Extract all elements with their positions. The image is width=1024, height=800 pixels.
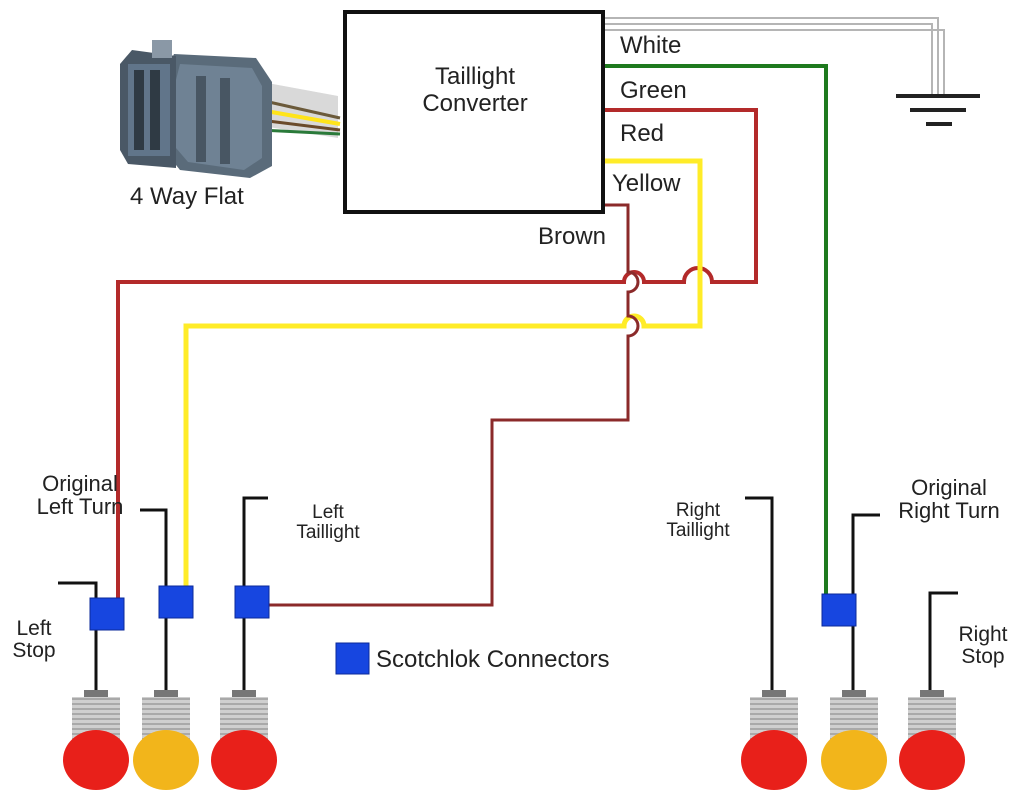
wire-label-brown: Brown xyxy=(538,223,607,250)
label-right-turn-line1: Original xyxy=(911,475,987,500)
wire-label-yellow: Yellow xyxy=(612,170,681,197)
label-right-tail-line1: Right xyxy=(675,500,721,521)
green-wire xyxy=(604,64,828,608)
label-right-tail: Right Taillight xyxy=(648,501,748,541)
label-left-tail-line1: Left xyxy=(312,502,344,523)
socket-left-tail xyxy=(220,690,268,741)
label-left-tail: Left Taillight xyxy=(278,503,378,543)
label-right-tail-line2: Taillight xyxy=(666,519,730,541)
brown-wire xyxy=(262,203,640,607)
legend-label: Scotchlok Connectors xyxy=(376,646,610,673)
wire-label-green: Green xyxy=(620,77,687,104)
label-left-tail-line2: Taillight xyxy=(296,521,360,543)
label-right-turn-line2: Right Turn xyxy=(898,498,1000,524)
label-right-turn: Original Right Turn xyxy=(876,476,1022,522)
label-left-turn-line2: Left Turn xyxy=(36,494,124,520)
ground-symbol xyxy=(896,94,980,126)
yellow-wire xyxy=(183,158,703,600)
scotchlok-connector-left-tail xyxy=(234,585,270,619)
taillight-converter-box xyxy=(343,10,605,214)
right-tail-lamp xyxy=(741,730,807,790)
light-brackets xyxy=(58,496,958,690)
label-right-stop-line1: Right xyxy=(958,623,1008,646)
four-way-flat-plug xyxy=(120,40,341,178)
red-wire xyxy=(116,108,758,606)
right-stop-lamp xyxy=(899,730,965,790)
converter-title: Taillight Converter xyxy=(346,63,604,118)
right-turn-lamp xyxy=(821,730,887,790)
converter-title-line2: Converter xyxy=(422,89,528,117)
plug-label: 4 Way Flat xyxy=(130,183,244,210)
scotchlok-connector-left-turn xyxy=(158,585,194,619)
label-left-turn: Original Left Turn xyxy=(14,472,146,518)
wire-label-white: White xyxy=(620,32,682,59)
scotchlok-connector-right-turn xyxy=(821,593,857,627)
label-left-stop-line1: Left xyxy=(16,617,52,640)
white-wire xyxy=(604,17,945,94)
scotchlok-connector-left-stop xyxy=(89,597,125,631)
label-right-stop-line2: Stop xyxy=(961,645,1005,669)
left-turn-lamp xyxy=(133,730,199,790)
converter-title-line1: Taillight xyxy=(434,63,516,90)
legend-connector-icon xyxy=(335,642,370,675)
label-left-stop: Left Stop xyxy=(2,617,66,663)
label-right-stop: Right Stop xyxy=(948,623,1018,669)
left-tail-lamp xyxy=(211,730,277,790)
left-stop-lamp xyxy=(63,730,129,790)
label-left-stop-line2: Stop xyxy=(12,639,56,663)
label-left-turn-line1: Original xyxy=(42,471,118,496)
wire-label-red: Red xyxy=(620,120,665,147)
